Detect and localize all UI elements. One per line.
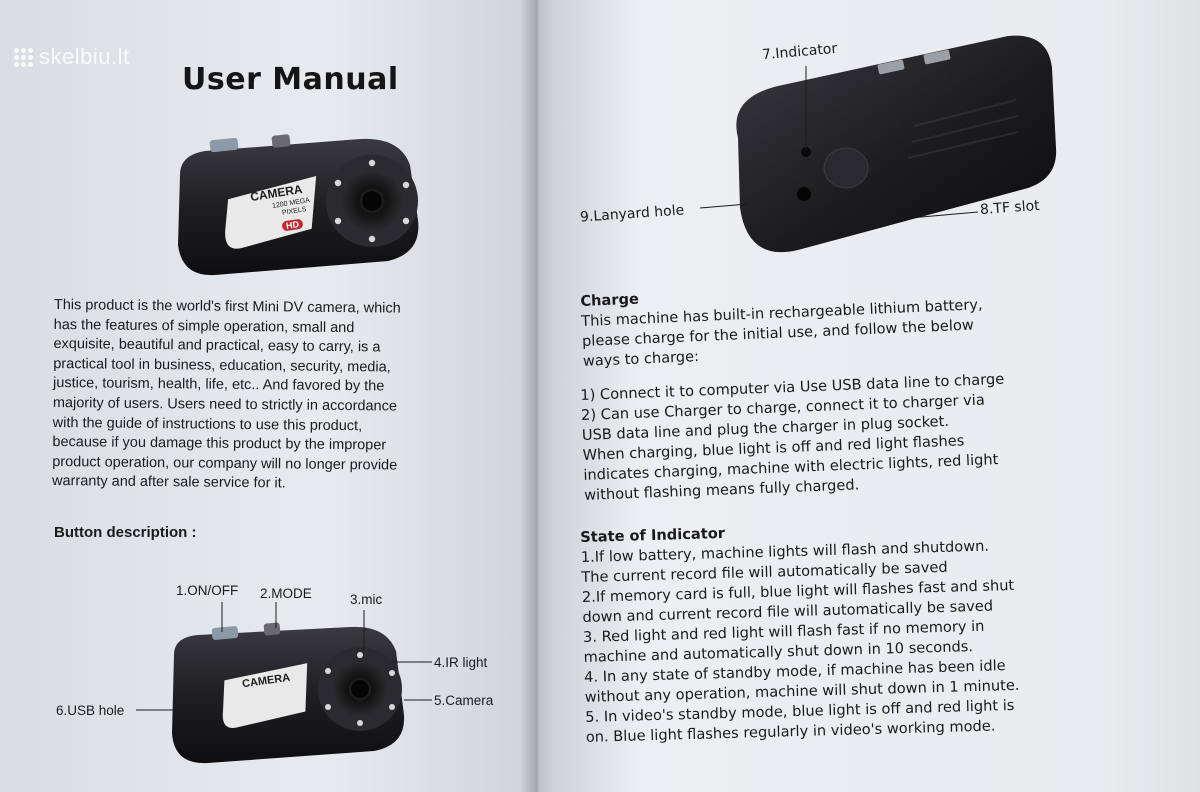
- callout-on-off: 1.ON/OFF: [176, 583, 239, 598]
- callout-ir-light: 4.IR light: [434, 655, 488, 670]
- page-title: User Manual: [182, 62, 399, 97]
- watermark-dots-icon: [14, 47, 33, 67]
- camera-illustration-top: [178, 134, 419, 276]
- watermark: skelbiu.lt: [14, 44, 130, 70]
- callout-lines-left: [136, 602, 432, 711]
- callout-lines-right: [699, 66, 979, 219]
- charge-steps: 1) Connect it to computer via Use USB da…: [580, 365, 1144, 506]
- callout-camera: 5.Camera: [434, 693, 494, 708]
- button-description-heading: Button description :: [54, 524, 197, 541]
- callout-usb-hole: 6.USB hole: [56, 703, 125, 718]
- callout-mic: 3.mic: [350, 592, 383, 607]
- watermark-text: skelbiu.lt: [39, 44, 130, 69]
- camera-illustration-buttons: [172, 622, 405, 764]
- callout-mode: 2.MODE: [260, 586, 312, 601]
- indicator-state-section: State of Indicator 1.If low battery, mac…: [580, 512, 1146, 748]
- camera-illustration-back: [736, 35, 1057, 253]
